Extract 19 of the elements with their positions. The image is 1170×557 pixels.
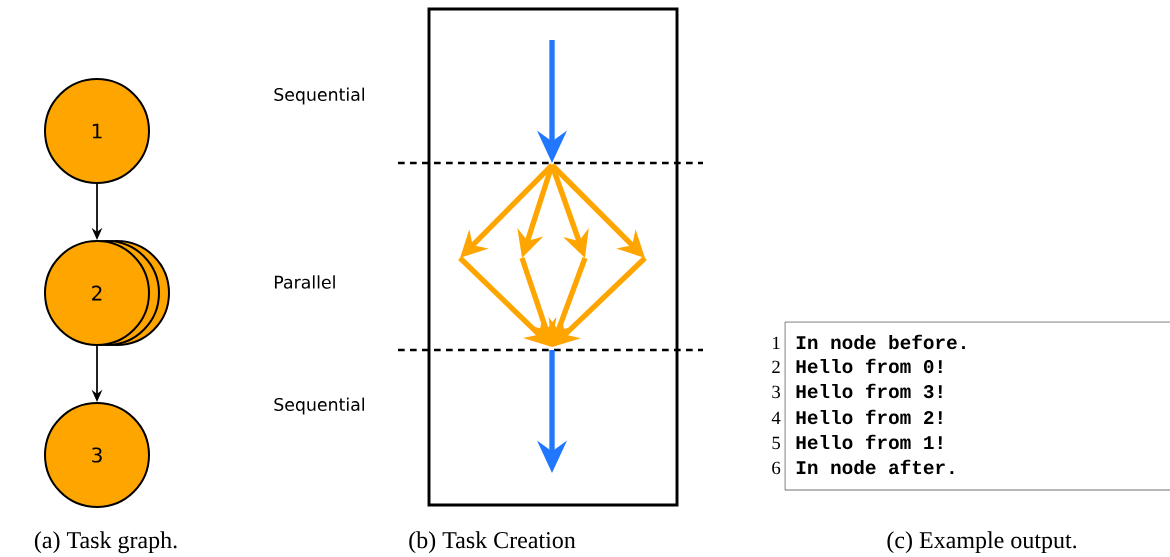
output-line: Hello from 1!	[796, 434, 942, 450]
line-number: 4	[771, 411, 781, 424]
caption: (c) Example output.	[887, 531, 1077, 554]
output-line: In node before.	[796, 334, 965, 350]
phase-label: Sequential	[274, 87, 364, 105]
output-line: Hello from 0!	[796, 358, 942, 374]
phase-label: Parallel	[274, 275, 335, 289]
line-number: 6	[772, 461, 781, 475]
output-line: Hello from 2!	[796, 409, 942, 425]
line-number: 3	[772, 385, 781, 399]
output-line: In node after.	[796, 459, 954, 475]
line-number: 1	[773, 336, 780, 349]
caption: (a) Task graph.	[34, 531, 177, 554]
line-number: 5	[772, 436, 781, 450]
line-number: 2	[772, 360, 780, 373]
stacked-circles: 2	[44, 240, 170, 346]
caption: (b) Task Creation	[409, 531, 576, 554]
phase-label: Sequential	[274, 397, 364, 415]
output-line: Hello from 3!	[796, 383, 942, 399]
